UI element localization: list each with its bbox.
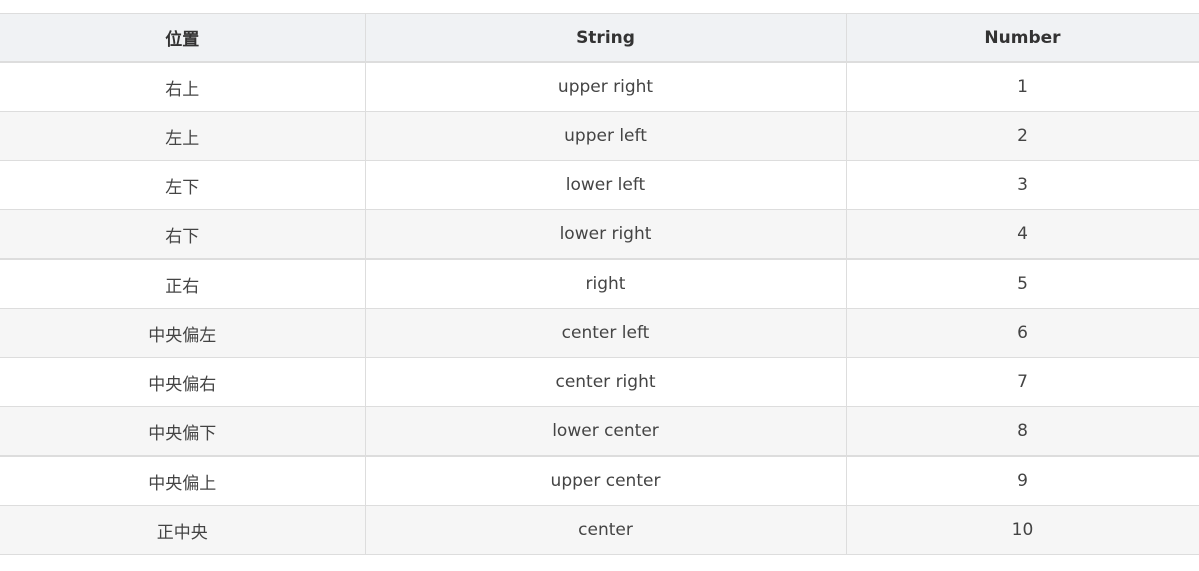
cell-number: 3 xyxy=(845,160,1199,210)
table-row: 中央偏上 upper center 9 xyxy=(0,455,1199,506)
header-number: Number xyxy=(845,13,1199,63)
table-body: 右上 upper right 1 左上 upper left 2 左下 lowe… xyxy=(0,61,1199,555)
cell-number: 2 xyxy=(845,111,1199,161)
table-row: 正右 right 5 xyxy=(0,258,1199,309)
cell-position: 中央偏右 xyxy=(0,357,366,407)
cell-string: upper left xyxy=(364,111,847,161)
cell-string: upper right xyxy=(364,61,847,112)
table-header: 位置 String Number xyxy=(0,13,1199,63)
cell-number: 4 xyxy=(845,209,1199,260)
cell-position: 正右 xyxy=(0,258,366,309)
cell-position: 左下 xyxy=(0,160,366,210)
cell-position: 右下 xyxy=(0,209,366,260)
cell-string: lower center xyxy=(364,406,847,457)
table-row: 中央偏右 center right 7 xyxy=(0,357,1199,407)
cell-position: 中央偏左 xyxy=(0,308,366,358)
cell-string: lower right xyxy=(364,209,847,260)
table-row: 右上 upper right 1 xyxy=(0,61,1199,112)
cell-string: center left xyxy=(364,308,847,358)
cell-string: center right xyxy=(364,357,847,407)
cell-position: 中央偏上 xyxy=(0,455,366,506)
table-row: 正中央 center 10 xyxy=(0,505,1199,555)
cell-string: lower left xyxy=(364,160,847,210)
cell-position: 右上 xyxy=(0,61,366,112)
table-row: 左下 lower left 3 xyxy=(0,160,1199,210)
cell-string: upper center xyxy=(364,455,847,506)
table-row: 中央偏下 lower center 8 xyxy=(0,406,1199,457)
table-row: 右下 lower right 4 xyxy=(0,209,1199,260)
legend-location-table: 位置 String Number 右上 upper right 1 左上 upp… xyxy=(0,13,1199,555)
cell-string: right xyxy=(364,258,847,309)
header-row: 位置 String Number xyxy=(0,13,1199,63)
cell-number: 10 xyxy=(845,505,1199,555)
header-position: 位置 xyxy=(0,13,366,63)
cell-position: 左上 xyxy=(0,111,366,161)
legend-location-table-container: 位置 String Number 右上 upper right 1 左上 upp… xyxy=(0,13,1199,555)
table-row: 中央偏左 center left 6 xyxy=(0,308,1199,358)
cell-number: 8 xyxy=(845,406,1199,457)
cell-number: 9 xyxy=(845,455,1199,506)
cell-number: 6 xyxy=(845,308,1199,358)
cell-number: 5 xyxy=(845,258,1199,309)
cell-string: center xyxy=(364,505,847,555)
cell-position: 正中央 xyxy=(0,505,366,555)
cell-number: 1 xyxy=(845,61,1199,112)
cell-position: 中央偏下 xyxy=(0,406,366,457)
cell-number: 7 xyxy=(845,357,1199,407)
header-string: String xyxy=(364,13,847,63)
table-row: 左上 upper left 2 xyxy=(0,111,1199,161)
